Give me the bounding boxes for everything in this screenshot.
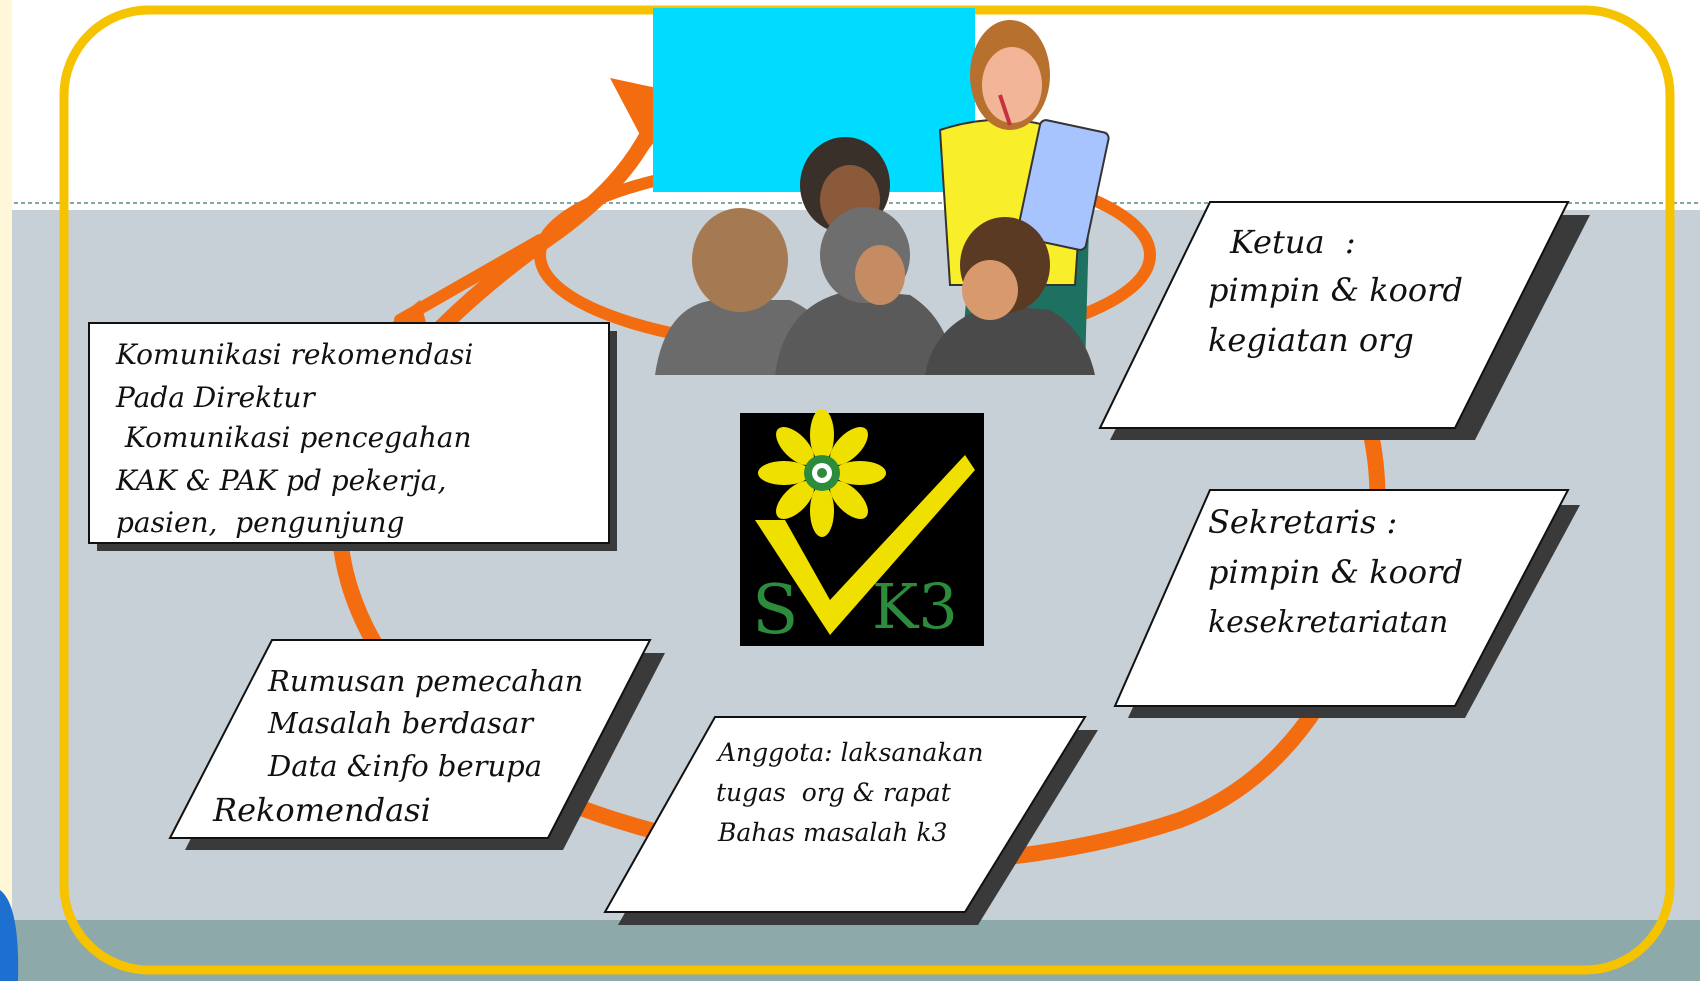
box-sekretaris	[1113, 489, 1580, 718]
anggota-line2: tugas org & rapat	[716, 778, 951, 807]
ketua-line1: Ketua :	[1230, 223, 1356, 261]
people-meeting-clipart	[655, 20, 1110, 375]
box-anggota	[603, 716, 1098, 925]
box-komunikasi	[88, 322, 617, 551]
anggota-line3: Bahas masalah k3	[718, 818, 948, 847]
rumusan-line4: Rekomendasi	[213, 791, 431, 829]
komunikasi-line5: pasien, pengunjung	[116, 506, 405, 539]
rumusan-line1: Rumusan pemecahan	[268, 664, 584, 698]
sekretaris-line2: pimpin & koord	[1208, 553, 1463, 591]
logo-text-left: S	[752, 571, 799, 650]
box-rumusan	[168, 639, 665, 850]
komunikasi-line2: Pada Direktur	[116, 381, 315, 414]
ketua-line3: kegiatan org	[1208, 321, 1414, 359]
checkmark-icon	[755, 455, 975, 635]
sekretaris-line3: kesekretariatan	[1208, 605, 1449, 640]
flower-emblem-icon	[758, 409, 886, 537]
ketua-line2: pimpin & koord	[1208, 271, 1463, 309]
box-ketua	[1098, 201, 1590, 440]
rumusan-line3: Data &info berupa	[268, 749, 542, 783]
komunikasi-line1: Komunikasi rekomendasi	[116, 338, 474, 371]
arrow-to-komunikasi	[394, 234, 546, 326]
sk3-logo	[740, 409, 984, 646]
rumusan-line2: Masalah berdasar	[268, 706, 534, 740]
left-edge-strip	[0, 0, 12, 981]
komunikasi-line4: KAK & PAK pd pekerja,	[116, 464, 447, 497]
corner-swoosh	[0, 890, 19, 981]
anggota-line1: Anggota: laksanakan	[718, 738, 984, 767]
logo-text-right: K3	[872, 570, 958, 643]
sekretaris-line1: Sekretaris :	[1208, 503, 1398, 541]
komunikasi-line3: Komunikasi pencegahan	[116, 421, 472, 454]
